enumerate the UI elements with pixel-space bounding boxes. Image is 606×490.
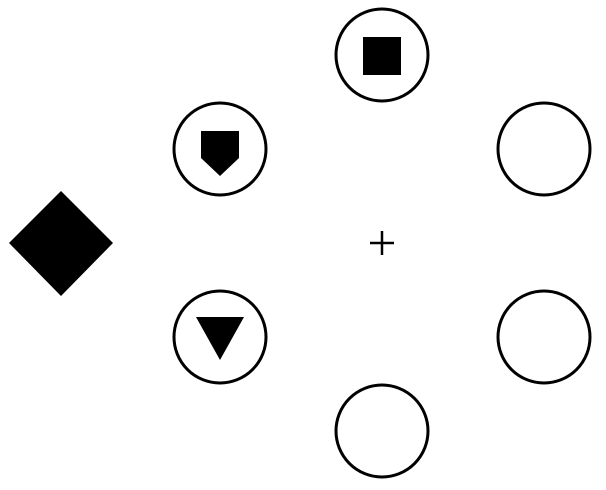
ring-slot-lower-left[interactable]	[172, 289, 268, 385]
triangle-down-icon	[196, 317, 244, 360]
ring-slot-top[interactable]	[334, 7, 430, 103]
ring-slot-bottom[interactable]	[334, 383, 430, 479]
diamond-icon	[9, 191, 113, 296]
ring-slot-upper-left[interactable]	[172, 101, 268, 197]
plus-icon	[370, 231, 394, 255]
pentagon-down-icon	[201, 131, 239, 176]
ring-slot-lower-right[interactable]	[496, 289, 592, 385]
square-icon	[363, 37, 401, 75]
ring-slot-upper-right[interactable]	[496, 101, 592, 197]
